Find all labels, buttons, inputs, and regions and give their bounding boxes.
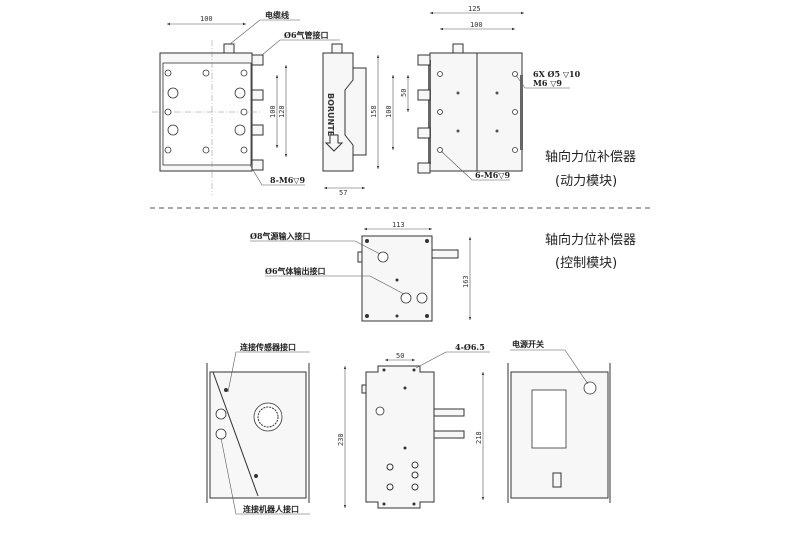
front-inner-dim: 100	[269, 105, 277, 118]
front-outer-dim: 120	[278, 105, 286, 118]
air-in-label: Ø8气源输入接口	[250, 231, 311, 241]
air-out-label: Ø6气体输出接口	[265, 266, 326, 276]
top-width-dim: 113	[392, 221, 405, 229]
brand-text: BORUNTE	[326, 93, 335, 136]
sensor-port-label: 连接传感器接口	[240, 342, 296, 352]
power-module-subtitle: (动力模块)	[555, 174, 617, 189]
top-height-dim: 163	[462, 275, 470, 288]
cable-gland	[223, 43, 235, 54]
power-switch-label: 电源开关	[512, 339, 544, 349]
back-outer-width-dim: 125	[468, 5, 481, 13]
robot-port-label: 连接机器人接口	[243, 504, 299, 514]
mid-holes-label: 4-Ø6.5	[455, 342, 485, 352]
power-back-view: 125 100 50 100 6X Ø5 ▽10 M6 ▽9 6-M6▽9	[385, 5, 581, 181]
power-switch-icon	[583, 381, 597, 395]
back-holes-label-2: M6 ▽9	[533, 78, 562, 88]
mid-height-dim: 230	[337, 433, 345, 446]
back-pitch-dim: 50	[400, 89, 408, 97]
mid-inner-height-dim: 218	[475, 431, 483, 444]
display-window	[531, 389, 567, 449]
power-module-title: 轴向力位补偿器	[545, 149, 636, 165]
cable-label: 电缆线	[265, 10, 289, 20]
back-holes-label-3: 6-M6▽9	[475, 170, 510, 180]
arrow-down-icon	[324, 134, 344, 152]
control-module-subtitle: (控制模块)	[555, 256, 617, 271]
front-width-dim: 100	[200, 15, 213, 23]
side-depth-dim: 57	[339, 189, 347, 197]
power-front-view: 100 100 120 电缆线 Ø6气管接口 8-M6▽9	[152, 10, 340, 195]
control-top-view: 113 163 Ø8气源输入接口 Ø6气体输出接口	[250, 221, 472, 322]
back-holes-label-1: 6X Ø5 ▽10	[533, 69, 581, 79]
control-mid-view: 50 4-Ø6.5 230 218	[337, 342, 490, 509]
back-span-dim: 100	[385, 105, 393, 118]
control-right-view: 电源开关	[507, 339, 611, 503]
control-left-view: 连接传感器接口 连接机器人接口	[206, 342, 310, 515]
back-inner-width-dim: 100	[470, 21, 483, 29]
air-port-label: Ø6气管接口	[284, 30, 329, 40]
control-module-title: 轴向力位补偿器	[545, 232, 636, 248]
front-holes-label: 8-M6▽9	[270, 175, 305, 185]
power-side-view: BORUNTE 158 57	[322, 43, 380, 197]
side-height-dim: 158	[370, 105, 378, 118]
mid-pitch-dim: 50	[396, 352, 404, 360]
